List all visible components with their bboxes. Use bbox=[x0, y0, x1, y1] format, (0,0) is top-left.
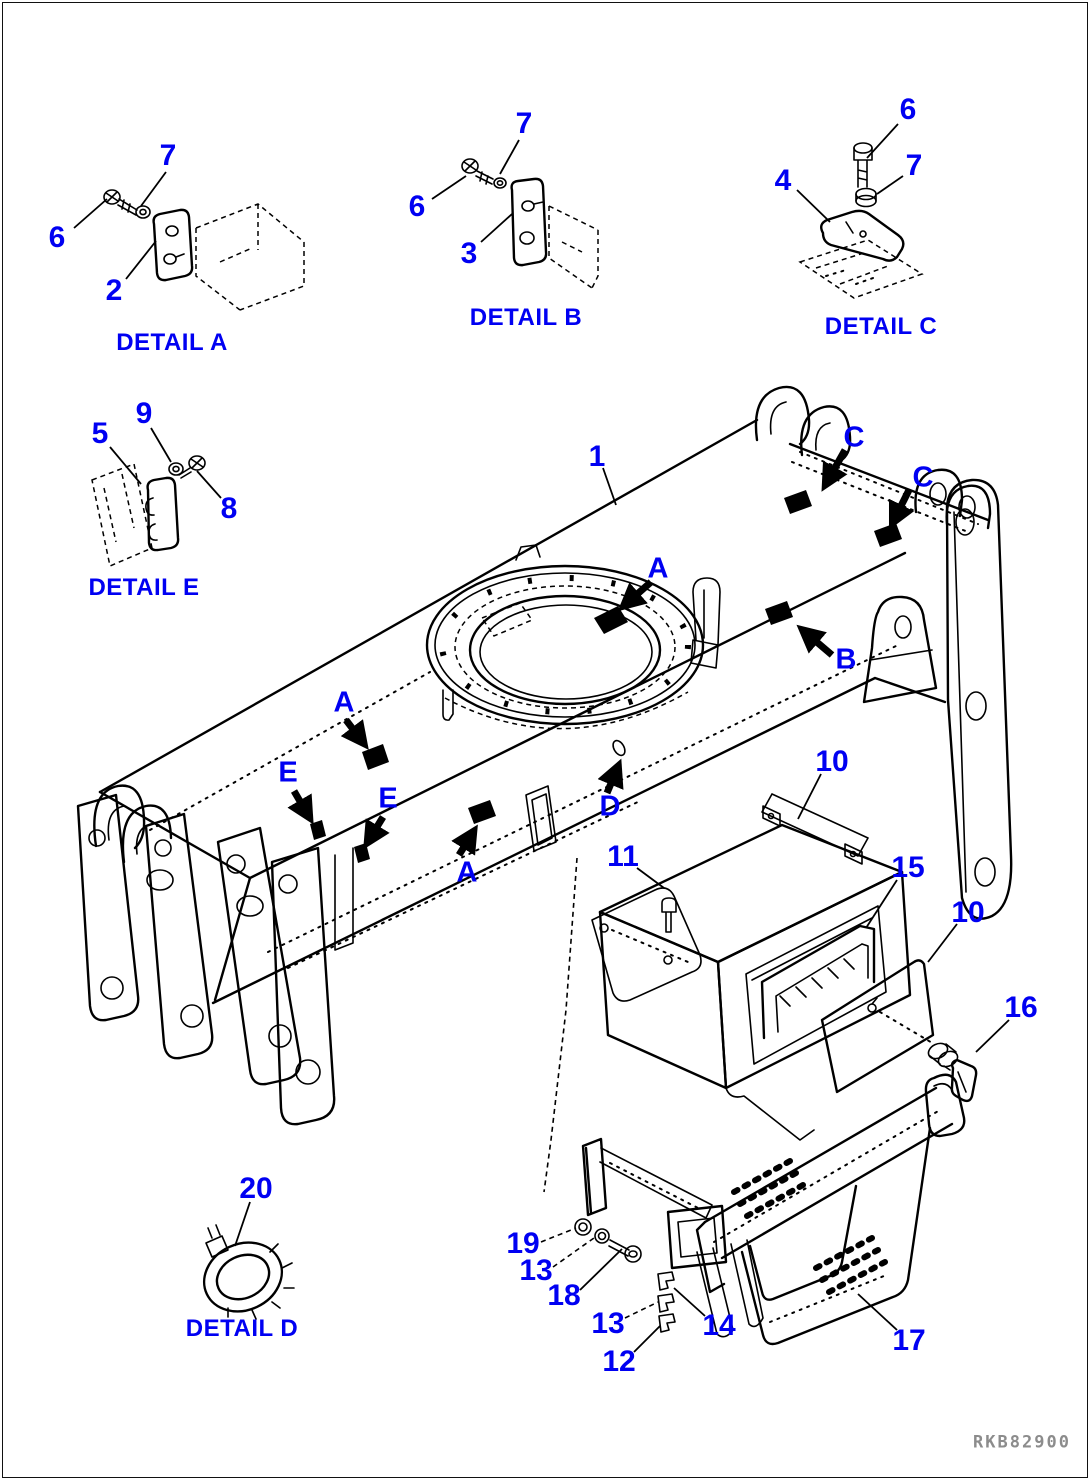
part-callout-number: 1 bbox=[588, 440, 606, 473]
detail-a-view bbox=[103, 189, 305, 311]
tread-perforations bbox=[731, 1158, 888, 1295]
view-arrow-letter: A bbox=[647, 552, 669, 585]
key bbox=[927, 1042, 978, 1103]
swing-circle bbox=[425, 544, 705, 730]
view-arrow-letter: A bbox=[456, 856, 478, 889]
part-callout-number: 12 bbox=[602, 1345, 636, 1378]
part-callout-number: 10 bbox=[951, 896, 985, 929]
detail-e-view bbox=[91, 455, 206, 568]
view-arrow-letter: C bbox=[843, 421, 865, 454]
part-callout-number: 6 bbox=[408, 190, 426, 223]
part-callout-number: 14 bbox=[702, 1309, 736, 1342]
part-callout-number: 20 bbox=[239, 1172, 273, 1205]
clip-14 bbox=[657, 1271, 675, 1291]
part-callout-number: 6 bbox=[48, 221, 66, 254]
clamp-position-markers bbox=[310, 490, 902, 863]
part-callout-number: 7 bbox=[515, 107, 533, 140]
view-arrow-letter: B bbox=[835, 643, 857, 676]
detail-view-title: DETAIL E bbox=[88, 574, 200, 601]
part-callout-number: 11 bbox=[607, 840, 639, 873]
part-callout-number: 15 bbox=[891, 851, 925, 884]
view-arrow-letter: E bbox=[378, 782, 398, 815]
step-assembly bbox=[543, 857, 966, 1346]
callout-leader-lines bbox=[73, 123, 1010, 1353]
part-callout-number: 19 bbox=[506, 1227, 540, 1260]
part-callout-number: 10 bbox=[815, 745, 849, 778]
detail-d-view bbox=[202, 1224, 295, 1320]
clip-12 bbox=[658, 1313, 676, 1333]
main-frame-drawing bbox=[76, 385, 1013, 1126]
part-callout-number: 2 bbox=[105, 274, 123, 307]
part-callout-number: 7 bbox=[159, 139, 177, 172]
frame-tab-bracket bbox=[690, 577, 721, 669]
part-callout-number: 5 bbox=[91, 417, 109, 450]
part-callout-number: 17 bbox=[892, 1324, 926, 1357]
view-arrow-letter: E bbox=[278, 756, 298, 789]
top-lugs bbox=[754, 385, 852, 461]
view-arrow-letter: A bbox=[333, 686, 355, 719]
detail-view-title: DETAIL A bbox=[116, 329, 228, 356]
box-lid bbox=[761, 793, 869, 865]
right-end-bracket bbox=[914, 468, 1013, 920]
view-arrow-letter: C bbox=[912, 461, 934, 494]
part-callout-number: 6 bbox=[899, 93, 917, 126]
b-gusset-bracket bbox=[862, 595, 938, 704]
detail-view-title: DETAIL C bbox=[824, 313, 938, 340]
cover-plate bbox=[820, 959, 935, 1094]
view-arrow-letter: D bbox=[599, 790, 621, 823]
mount-dash-leader bbox=[543, 857, 578, 1193]
d-hole bbox=[612, 739, 626, 757]
detail-view-title: DETAIL D bbox=[185, 1315, 299, 1342]
part-callout-number: 7 bbox=[905, 149, 923, 182]
clip-13 bbox=[657, 1293, 675, 1313]
part-callout-number: 16 bbox=[1004, 991, 1038, 1024]
drawing-number: RKB82900 bbox=[973, 1432, 1071, 1453]
step-fasteners bbox=[574, 1218, 676, 1333]
view-arrow-pointers bbox=[287, 448, 915, 857]
part-callout-number: 18 bbox=[547, 1279, 581, 1312]
detail-b-view bbox=[461, 158, 599, 289]
frame-mount-bracket bbox=[525, 785, 557, 852]
part-callout-number: 8 bbox=[220, 492, 238, 525]
detail-view-title: DETAIL B bbox=[469, 304, 583, 331]
box-assembly bbox=[591, 793, 978, 1141]
part-callout-number: 4 bbox=[774, 164, 792, 197]
left-end-brackets bbox=[76, 784, 336, 1126]
part-callout-number: 13 bbox=[591, 1307, 625, 1340]
part-callout-number: 3 bbox=[460, 237, 478, 270]
part-callout-number: 9 bbox=[135, 397, 153, 430]
part-callout-number: 13 bbox=[519, 1254, 553, 1287]
u-bracket bbox=[760, 924, 876, 1040]
